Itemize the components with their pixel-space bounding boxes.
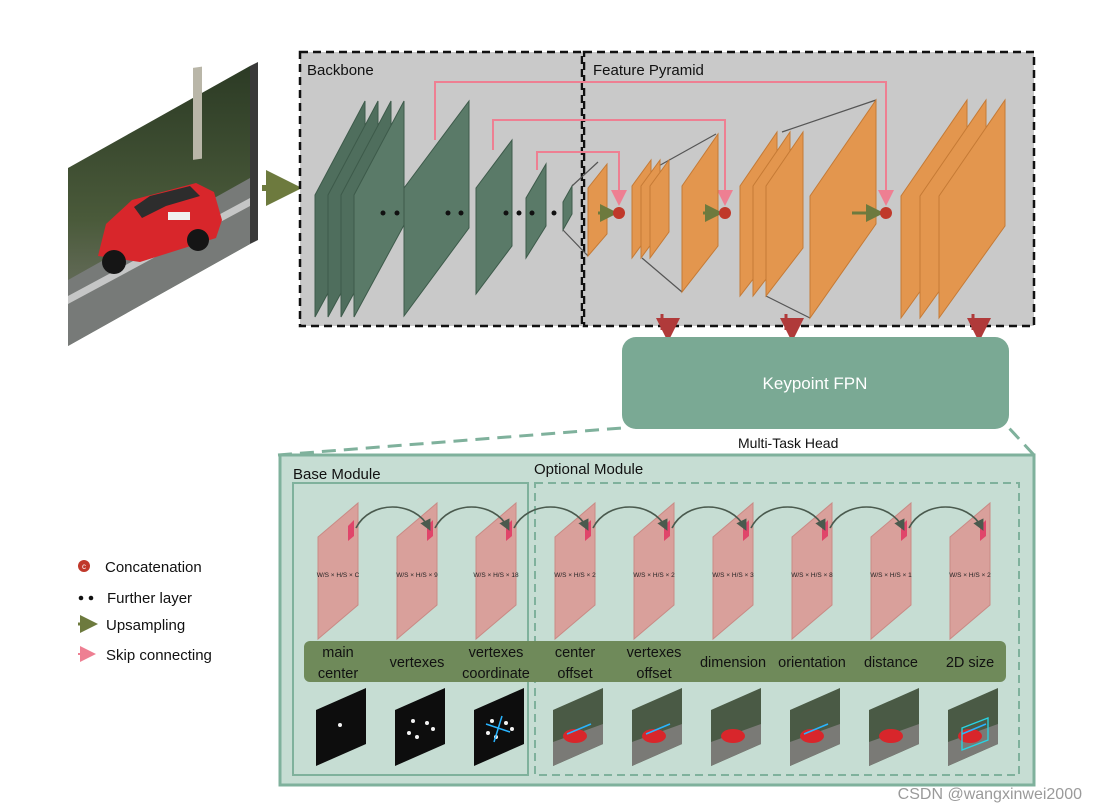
base-module-box [292, 482, 529, 776]
chain-arc [434, 506, 510, 531]
output-thumbnail [869, 688, 919, 766]
pyramid-layer [587, 162, 608, 258]
output-label-bar [304, 641, 1006, 682]
output-thumbnail [316, 688, 366, 766]
output-label: dimension [700, 655, 766, 671]
chain-arc [513, 506, 589, 531]
car-shape [98, 183, 222, 274]
legend-label: Skip connecting [106, 647, 212, 664]
output-thumbnail [395, 688, 445, 766]
keypoint-fpn-label: Keypoint FPN [763, 374, 868, 393]
watermark: CSDN @wangxinwei2000 [898, 786, 1082, 803]
output-label: offset [636, 666, 671, 682]
channel-formula: W/S × H/S × 2 [633, 572, 675, 579]
output-label: center [318, 666, 358, 682]
backbone-layers [314, 99, 573, 318]
chain-arc [355, 506, 431, 531]
feature-map: W/S × H/S × 2 [554, 501, 596, 641]
legend-skip-connecting: Skip connecting [78, 646, 212, 664]
pyramid-layer [809, 98, 877, 320]
chain-arc [592, 506, 668, 531]
concatenation-node [613, 207, 625, 219]
channel-formula: W/S × H/S × 3 [712, 572, 754, 579]
channel-formula: W/S × H/S × 9 [396, 572, 438, 579]
optional-module-box [534, 482, 1020, 776]
output-label: 2D size [946, 655, 994, 671]
skip-connection-3 [536, 151, 627, 206]
feature-map: W/S × H/S × 2 [633, 501, 675, 641]
skip-connections [434, 81, 894, 206]
pyramid-layer [681, 132, 719, 294]
channel-formula: W/S × H/S × 1 [870, 572, 912, 579]
feature-maps: W/S × H/S × C W/S × H/S × 9 W/S × H/S × 18… [317, 501, 991, 641]
output-thumbnail [553, 688, 603, 766]
pyramid-layer [649, 158, 670, 260]
pyramid-layer [765, 130, 804, 298]
pyramid-layer [938, 98, 1006, 320]
legend-upsampling: Upsampling [78, 615, 185, 634]
output-label: coordinate [462, 666, 530, 682]
channel-formula: W/S × H/S × 2 [554, 572, 596, 579]
skip-connection-2 [492, 119, 733, 206]
concatenation-nodes [613, 207, 892, 219]
backbone-layer [403, 99, 470, 318]
legend-label: Further layer [107, 590, 192, 607]
backbone-layer [525, 162, 547, 260]
chain-arc [750, 506, 826, 531]
channel-formula: W/S × H/S × 18 [473, 572, 519, 579]
output-thumbnail [790, 688, 840, 766]
backbone-layer [562, 184, 573, 232]
backbone-layer [475, 138, 513, 296]
legend: c Concatenation Further layer Upsampling… [78, 559, 212, 664]
legend-concatenation: c Concatenation [78, 559, 202, 576]
feature-pyramid-title: Feature Pyramid [593, 62, 704, 79]
output-thumbnail [474, 688, 524, 766]
output-thumbnail [632, 688, 682, 766]
output-label: vertexes [390, 655, 445, 671]
output-thumbnail [948, 688, 998, 766]
multi-task-head: Multi-Task Head Base Module Optional Mod… [277, 426, 1036, 787]
concatenation-node [880, 207, 892, 219]
chain-arcs [355, 506, 984, 531]
pyramid-layers [587, 98, 1006, 320]
chain-arc [671, 506, 747, 531]
output-thumbnail [711, 688, 761, 766]
channel-formula: W/S × H/S × 8 [791, 572, 833, 579]
legend-label: Concatenation [105, 559, 202, 576]
output-labels: main center vertexes vertexes coordinate cent… [318, 645, 994, 682]
pyramid-connectors [562, 99, 877, 319]
feature-map: W/S × H/S × 1 [870, 501, 912, 641]
concatenation-symbol: c [82, 562, 86, 571]
further-layer-dots [380, 210, 557, 216]
output-label: vertexes [469, 645, 524, 661]
output-thumbnails [316, 688, 998, 766]
chain-arc [829, 506, 905, 531]
output-label: vertexes [627, 645, 682, 661]
base-module-title: Base Module [293, 466, 381, 483]
skip-connection-1 [434, 81, 894, 206]
output-label: orientation [778, 655, 846, 671]
feature-map: W/S × H/S × C [317, 501, 360, 641]
fpn-down-arrows [656, 314, 991, 342]
channel-formula: W/S × H/S × C [317, 572, 360, 579]
chain-arc [908, 506, 984, 531]
input-image [68, 62, 258, 346]
multi-task-head-title: Multi-Task Head [738, 435, 838, 451]
optional-module-title: Optional Module [534, 461, 643, 478]
legend-further-layer: Further layer [78, 590, 192, 607]
output-label: distance [864, 655, 918, 671]
concatenation-node [719, 207, 731, 219]
keypoint-fpn-block: Keypoint FPN [622, 337, 1009, 429]
feature-map: W/S × H/S × 3 [712, 501, 754, 641]
output-label: main [322, 645, 353, 661]
output-label: offset [557, 666, 592, 682]
legend-label: Upsampling [106, 617, 185, 634]
backbone-title: Backbone [307, 62, 374, 79]
output-label: center [555, 645, 595, 661]
channel-formula: W/S × H/S × 2 [949, 572, 991, 579]
